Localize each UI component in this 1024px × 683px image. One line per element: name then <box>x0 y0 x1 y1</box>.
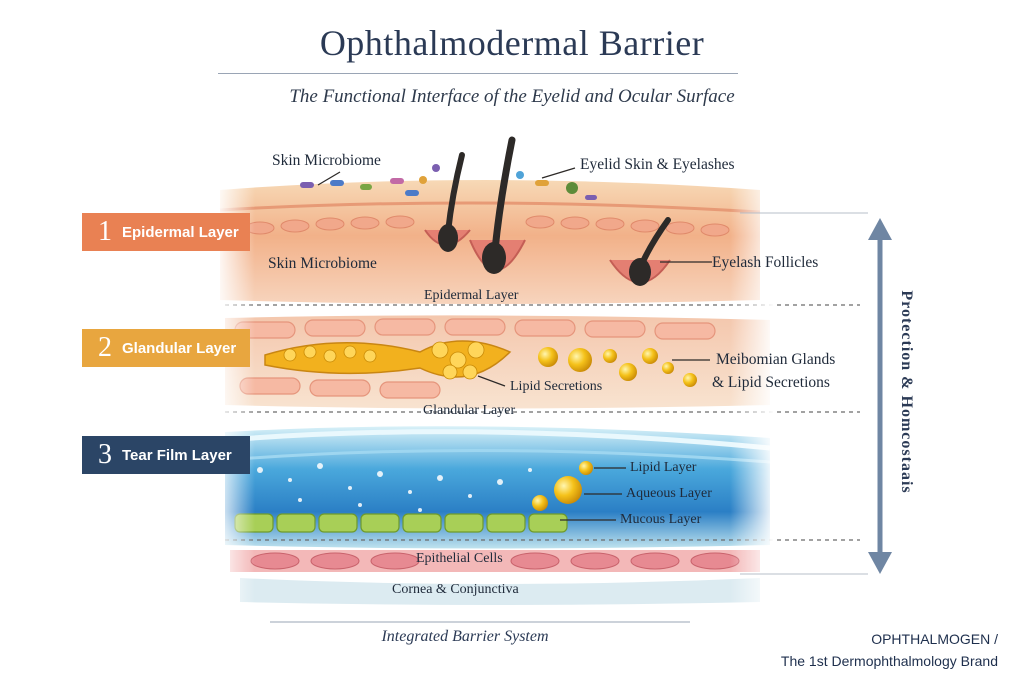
layer-label: Epidermal Layer <box>122 223 239 241</box>
footer-caption: Integrated Barrier System <box>381 628 549 645</box>
brand-block: OPHTHALMOGEN / The 1st Dermophthalmology… <box>781 628 998 672</box>
label-mucous-layer: Mucous Layer <box>620 512 702 527</box>
side-label-protection: Protection & Homcostaais <box>898 290 915 494</box>
label-meibomian-line2: & Lipid Secretions <box>712 374 830 391</box>
layer-number: 3 <box>98 439 112 470</box>
layer-label: Glandular Layer <box>122 339 237 357</box>
layer-tag-glandular: 2 Glandular Layer <box>82 329 250 367</box>
page-title: Ophthalmodermal Barrier <box>319 23 705 63</box>
label-cornea: Cornea & Conjunctiva <box>392 582 519 597</box>
subtitle: The Functional Interface of the Eyelid a… <box>289 86 735 107</box>
label-glandular-layer: Glandular Layer <box>423 403 516 418</box>
label-skin-microbiome-top: Skin Microbiome <box>272 152 381 169</box>
label-lipid-secretions: Lipid Secretions <box>510 379 603 394</box>
label-lipid-layer: Lipid Layer <box>630 460 697 475</box>
brand-name: OPHTHALMOGEN / <box>871 631 998 647</box>
label-epidermal-layer: Epidermal Layer <box>424 288 519 303</box>
layer-tag-tear-film: 3 Tear Film Layer <box>82 436 250 474</box>
label-meibomian-line1: Meibomian Glands <box>716 351 836 368</box>
layer-number: 2 <box>98 332 112 363</box>
label-skin-microbiome-mid: Skin Microbiome <box>268 255 377 272</box>
label-aqueous-layer: Aqueous Layer <box>626 486 712 501</box>
brand-tagline: The 1st Dermophthalmology Brand <box>780 653 998 669</box>
layer-tag-epidermal: 1 Epidermal Layer <box>82 213 250 251</box>
label-eyelash-follicles: Eyelash Follicles <box>712 254 819 271</box>
label-eyelid-skin: Eyelid Skin & Eyelashes <box>580 156 735 173</box>
label-epithelial-cells: Epithelial Cells <box>416 551 503 566</box>
layer-label: Tear Film Layer <box>122 446 232 464</box>
title-underline <box>218 73 738 74</box>
layer-number: 1 <box>98 216 112 247</box>
